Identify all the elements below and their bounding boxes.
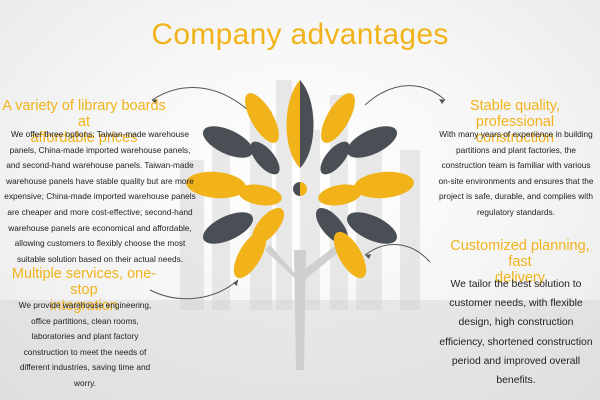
leaf-ul2	[203, 126, 253, 158]
leaf-mr1	[354, 171, 414, 199]
text-multiple-services: We provide warehouse engineering, office…	[0, 298, 170, 392]
heading-stable-quality: Stable quality, professional constructio…	[430, 98, 600, 146]
heading-line: construction	[475, 130, 555, 146]
text-line: warehouse panels are economical and affo…	[8, 222, 192, 233]
text-line: customer needs, with flexible	[449, 298, 583, 310]
heading-multiple-services: Multiple services, one-stop integration	[0, 266, 168, 314]
text-stable-quality: With many years of experience in buildin…	[432, 127, 600, 221]
text-customized-planning: We tailor the best solution to customer …	[432, 275, 600, 390]
arrow-right-bottom-head	[365, 254, 371, 259]
heading-line: Stable quality, professional	[469, 98, 560, 130]
arrow-right-top	[364, 85, 446, 106]
leaf-ll3	[233, 231, 267, 279]
tree-trunk	[294, 250, 306, 370]
text-line: With many years of experience in buildin…	[439, 129, 593, 139]
text-line: project is safe, durable, and complies w…	[438, 191, 594, 202]
arrow-left-bottom	[149, 279, 239, 300]
text-line: regulatory standards.	[477, 206, 555, 217]
arrow-right-bottom	[364, 244, 431, 263]
branch-left	[265, 245, 300, 283]
leaf-lr3	[333, 231, 367, 279]
text-line: laboratories and plant factory	[31, 331, 139, 342]
text-line: period and improved overall	[451, 355, 581, 367]
text-line: We tailor the best solution to	[450, 279, 582, 290]
text-line: panels, China-made imported warehouse pa…	[9, 144, 191, 155]
page-title: Company advantages	[151, 18, 449, 51]
heading-customized-planning: Customized planning, fast delivery	[440, 238, 600, 286]
heading-line: affordable prices	[30, 130, 138, 146]
center-dot-dark	[293, 182, 300, 196]
leaf-ur1	[321, 93, 355, 143]
text-line: construction to meet the needs of	[23, 346, 147, 357]
leaf-ur2	[347, 126, 397, 158]
leaf-mr2	[318, 184, 362, 206]
text-line: on-site environments and ensures that th…	[438, 175, 594, 186]
text-line: design, high construction	[458, 317, 574, 329]
text-line: and second-hand warehouse panels. Taiwan…	[6, 160, 194, 171]
leaf-ul3	[250, 141, 280, 175]
leaf-ur3	[320, 141, 350, 175]
leaf-ul1	[245, 93, 279, 143]
leaf-center-top-dark	[300, 80, 314, 168]
text-line: allowing customers to flexibly choose th…	[14, 238, 186, 249]
text-line: different industries, saving time and	[19, 362, 151, 373]
text-line: expensive; China-made imported warehouse…	[4, 191, 196, 202]
text-line: suitable solution based on their actual …	[16, 253, 184, 264]
text-line: We offer three options: Taiwan-made ware…	[10, 129, 190, 139]
arrow-right-top-head	[439, 99, 445, 104]
text-line: We provide warehouse engineering,	[18, 300, 152, 310]
leaf-lr1	[347, 212, 397, 244]
text-line: benefits.	[496, 375, 536, 387]
branch-right	[300, 246, 339, 280]
text-line: partitions and plant factories, the	[456, 144, 576, 155]
text-line: warehouse panels have stable quality but…	[6, 175, 194, 186]
heading-line: A variety of library boards at	[2, 98, 166, 130]
arrow-left-top	[151, 87, 249, 111]
text-line: are cheaper and more cost-effective; sec…	[7, 206, 193, 217]
text-line: construction team is familiar with vario…	[441, 160, 591, 171]
leaf-center-top-yellow	[286, 80, 300, 168]
text-line: worry.	[74, 377, 96, 388]
text-line: efficiency, shortened construction	[439, 336, 593, 348]
text-line: office partitions, clean rooms,	[31, 315, 139, 326]
leaf-ll1	[203, 212, 253, 244]
arrow-left-top-head	[152, 99, 158, 104]
heading-line: integration	[50, 298, 118, 314]
text-library-boards: We offer three options: Taiwan-made ware…	[2, 127, 198, 267]
arrow-left-bottom-head	[233, 280, 238, 286]
leaf-ml1	[186, 171, 246, 199]
leaf-ml2	[238, 184, 282, 206]
heading-library-boards: A variety of library boards at affordabl…	[0, 98, 168, 146]
center-dot-yellow	[300, 182, 307, 196]
heading-line: Customized planning, fast	[450, 238, 590, 270]
heading-line: Multiple services, one-stop	[11, 266, 157, 298]
heading-line: delivery	[495, 270, 545, 286]
